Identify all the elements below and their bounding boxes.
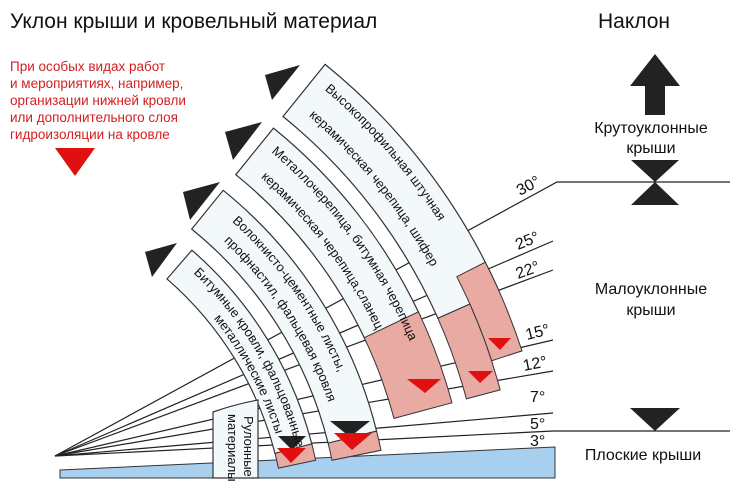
note-line: и мероприятиях, например, bbox=[10, 76, 183, 91]
band-rolled-text: Рулонные материалы bbox=[225, 414, 256, 482]
zone-labels: Крутоуклонные крыши Малоуклонные крыши П… bbox=[585, 120, 708, 464]
arrow-up-icon bbox=[183, 182, 220, 220]
arrow-up-icon bbox=[265, 65, 300, 100]
band-rolled-box bbox=[212, 399, 259, 479]
red-markers bbox=[277, 338, 511, 463]
arrow-up-icon bbox=[225, 122, 262, 160]
band-arrows bbox=[145, 65, 370, 450]
note-line: или дополнительного слоя bbox=[10, 110, 178, 125]
zone-low-label: Малоуклонные bbox=[595, 281, 707, 298]
degree-label: 7° bbox=[530, 389, 545, 406]
band-text: материалы bbox=[225, 414, 240, 482]
red-triangle-icon bbox=[334, 433, 372, 450]
note-line: гидроизоляции на кровле bbox=[10, 127, 170, 142]
red-triangle-icon bbox=[55, 148, 95, 176]
degree-label: 25° bbox=[513, 229, 542, 254]
zone-steep-label: крыши bbox=[626, 140, 675, 157]
degree-labels: 30° 25° 22° 15° 12° 7° 5° 3° bbox=[513, 173, 551, 450]
black-down-triangle-icon bbox=[330, 421, 370, 437]
band-2 bbox=[234, 127, 453, 420]
zone-steep-label: Крутоуклонные bbox=[594, 120, 708, 137]
degree-label: 5° bbox=[530, 416, 545, 433]
red-triangle-icon bbox=[407, 379, 441, 393]
flat-roof-bar bbox=[59, 446, 556, 479]
down-triangle-icon bbox=[630, 408, 680, 431]
band-text: Рулонные bbox=[241, 416, 256, 477]
degree-label: 22° bbox=[514, 259, 543, 283]
arrow-shaft bbox=[645, 85, 665, 115]
arrow-up-icon bbox=[630, 54, 680, 86]
zone-panel-shapes bbox=[630, 54, 680, 431]
arrow-up-icon bbox=[145, 243, 177, 277]
red-triangle-icon bbox=[468, 371, 493, 383]
degree-label: 12° bbox=[522, 354, 549, 375]
diagram-title: Уклон крыши и кровельный материал bbox=[10, 10, 377, 33]
red-triangle-icon bbox=[277, 448, 306, 463]
degree-label: 3° bbox=[530, 433, 545, 450]
zone-low-label: крыши bbox=[626, 302, 675, 319]
band-1 bbox=[282, 63, 523, 400]
note-line: При особых видах работ bbox=[10, 59, 165, 74]
slope-title: Наклон bbox=[598, 10, 670, 33]
band-required-zone bbox=[363, 311, 453, 420]
note-line: организации нижней кровли bbox=[10, 93, 186, 108]
degree-label: 15° bbox=[524, 322, 552, 344]
ray-30 bbox=[54, 181, 730, 457]
black-down-triangle-icon bbox=[278, 436, 306, 450]
note: При особых видах работ и мероприятиях, н… bbox=[10, 59, 186, 142]
hourglass-divider-icon bbox=[631, 160, 679, 205]
zone-flat-label: Плоские крыши bbox=[585, 447, 701, 464]
material-bands bbox=[166, 63, 523, 469]
red-triangle-icon bbox=[488, 338, 511, 350]
degree-label: 30° bbox=[514, 173, 543, 199]
